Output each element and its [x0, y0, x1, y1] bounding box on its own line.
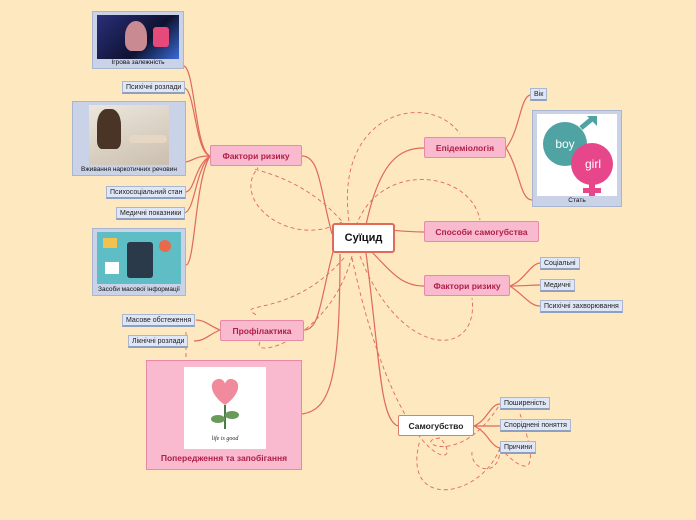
- leaf-prevalence[interactable]: Поширеність: [500, 397, 551, 410]
- gender-image-card[interactable]: boy girl Стать: [532, 110, 622, 207]
- leaf-social[interactable]: Соціальні: [540, 257, 580, 270]
- branch-prevention[interactable]: Профілактика: [220, 320, 304, 341]
- leaf-age[interactable]: Вік: [530, 88, 548, 101]
- drug-use-card[interactable]: Вживання наркотичних речовин: [72, 101, 186, 176]
- leaf-gender-label: Стать: [568, 197, 586, 204]
- leaf-psychosocial[interactable]: Психосоціальний стан: [106, 186, 187, 199]
- boy-label: boy: [555, 137, 574, 151]
- central-topic[interactable]: Суїцид: [332, 223, 395, 253]
- flower-caption: life is good: [212, 435, 240, 442]
- heart-flower-icon: life is good: [211, 378, 240, 442]
- mass-media-image: [97, 232, 181, 284]
- gaming-image: [97, 15, 179, 59]
- branch-suicide[interactable]: Самогубство: [398, 415, 474, 436]
- gaming-addiction-card[interactable]: Ігрова залежність: [92, 11, 184, 69]
- flower-image: life is good: [184, 367, 266, 449]
- leaf-mass-media: Засоби масової інформації: [98, 286, 180, 293]
- branch-warning-prevention[interactable]: life is good Попередження та запобігання: [146, 360, 302, 470]
- leaf-mental-illness[interactable]: Психічні захворювання: [540, 300, 623, 313]
- leaf-gaming-addiction: Ігрова залежність: [111, 59, 165, 66]
- gender-symbols-icon: boy girl: [543, 116, 613, 196]
- leaf-related-concepts[interactable]: Споріднені поняття: [500, 419, 571, 432]
- leaf-clinical-disorders[interactable]: Лікнічні розлади: [128, 335, 189, 348]
- leaf-drug-use: Вживання наркотичних речовин: [81, 166, 177, 173]
- branch-risk-factors-left[interactable]: Фактори ризику: [210, 145, 302, 166]
- branch-suicide-methods[interactable]: Способи самогубства: [424, 221, 539, 242]
- drug-use-image: [89, 105, 169, 165]
- leaf-mental-disorders[interactable]: Психічні розлади: [122, 81, 186, 94]
- leaf-medical[interactable]: Медичні: [540, 279, 575, 292]
- mass-media-card[interactable]: Засоби масової інформації: [92, 228, 186, 296]
- warning-prevention-label: Попередження та запобігання: [160, 453, 288, 463]
- leaf-mass-screening[interactable]: Масове обстеження: [122, 314, 196, 327]
- branch-epidemiology[interactable]: Епідеміологія: [424, 137, 506, 158]
- girl-label: girl: [585, 157, 601, 171]
- branch-risk-factors-right[interactable]: Фактори ризику: [424, 275, 510, 296]
- leaf-medical-indicators[interactable]: Медичні показники: [116, 207, 186, 220]
- gender-symbols-image: boy girl: [537, 114, 617, 196]
- leaf-causes[interactable]: Причини: [500, 441, 537, 454]
